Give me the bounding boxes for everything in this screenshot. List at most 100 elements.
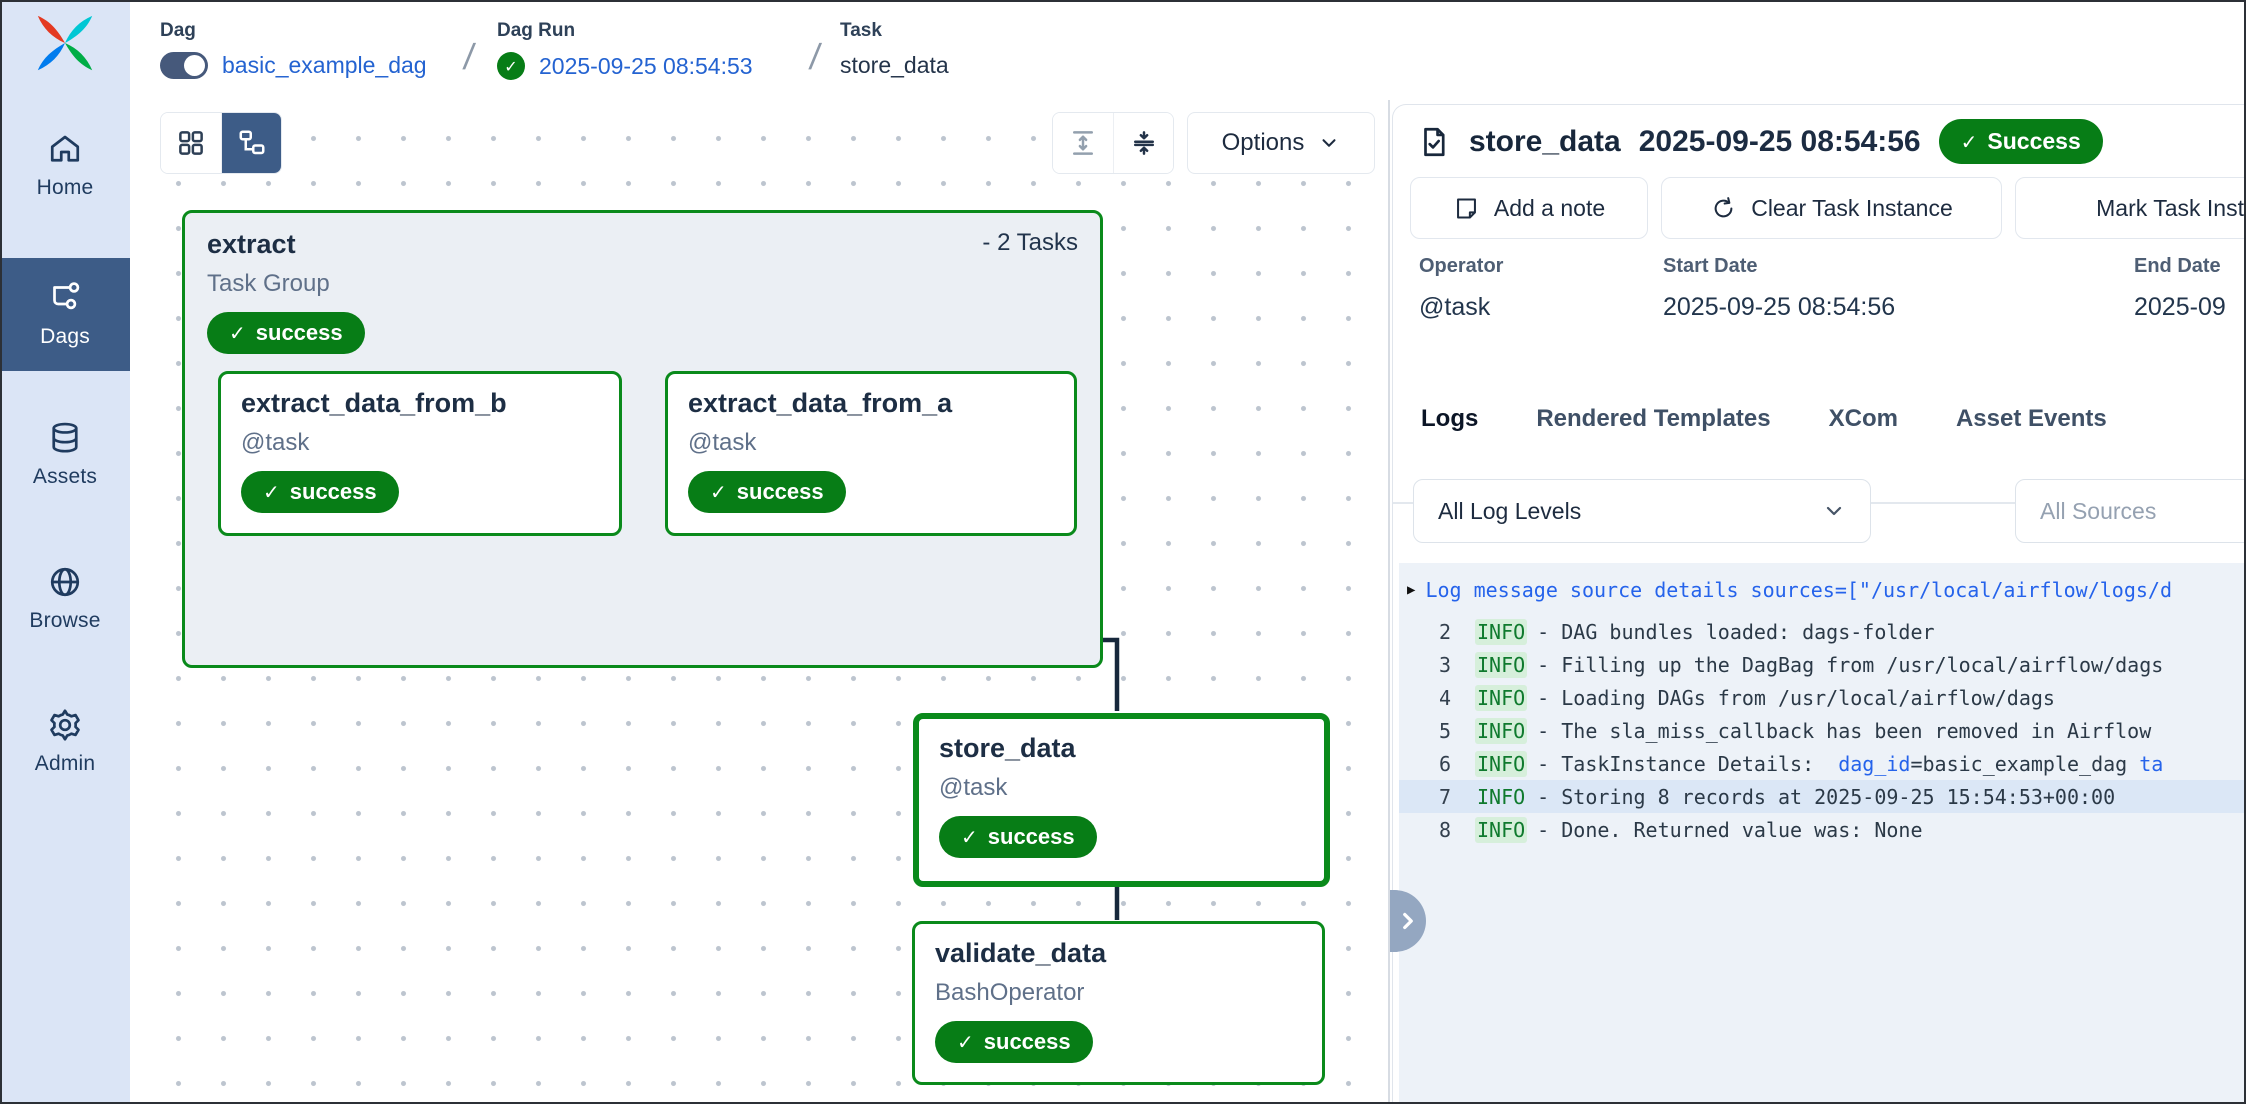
log-link[interactable]: ta: [2139, 751, 2164, 776]
refresh-icon: [1714, 196, 1733, 217]
graph-view-button[interactable]: [221, 113, 281, 173]
panel-tabs: Logs Rendered Templates XCom Asset Event…: [1421, 405, 2107, 433]
log-message: - TaskInstance Details: dag_id=basic_exa…: [1537, 751, 2164, 776]
status-badge: ✓ success: [688, 471, 846, 513]
log-link[interactable]: dag_id: [1838, 751, 1911, 776]
check-icon: ✓: [263, 480, 280, 504]
task-group-subtitle: Task Group: [207, 270, 330, 297]
task-group-title: extract: [207, 229, 296, 259]
log-level-select[interactable]: All Log Levels: [1413, 479, 1871, 543]
log-message: - DAG bundles loaded: dags-folder: [1537, 619, 1935, 644]
breadcrumb-dag-link[interactable]: basic_example_dag: [222, 52, 427, 78]
check-icon: ✓: [957, 1030, 974, 1054]
task-node-extract-data-from-b[interactable]: extract_data_from_b @task ✓ success: [218, 371, 622, 536]
dag-graph-canvas[interactable]: Options extract - 2 Tasks Task Group ✓ s…: [130, 100, 1388, 1104]
expand-vertical-icon: [1073, 131, 1093, 155]
breadcrumb-separator: /: [807, 36, 823, 77]
note-icon: [1456, 197, 1476, 219]
breadcrumb-dagrun-link[interactable]: 2025-09-25 08:54:53: [539, 52, 753, 79]
task-node-extract-data-from-a[interactable]: extract_data_from_a @task ✓ success: [665, 371, 1077, 536]
sidebar-item-label: Dags: [40, 325, 90, 348]
collapse-vertical-button[interactable]: [1113, 113, 1173, 173]
chevron-right-icon: [1403, 912, 1413, 930]
log-line-number: 4: [1438, 685, 1451, 710]
dag-pause-toggle[interactable]: [160, 52, 208, 79]
log-level-badge: INFO: [1475, 816, 1528, 843]
breadcrumb-task-value: store_data: [840, 52, 949, 78]
log-level-badge: INFO: [1475, 717, 1528, 744]
check-icon: ✓: [229, 321, 246, 345]
log-line: 6 INFO - TaskInstance Details: dag_id=basi…: [1399, 747, 2246, 780]
task-node-validate-data[interactable]: validate_data BashOperator ✓ success: [912, 921, 1325, 1085]
breadcrumb-task: store_data: [840, 52, 949, 79]
log-message: - The sla_miss_callback has been removed…: [1537, 718, 2164, 743]
log-message: - Storing 8 records at 2025-09-25 15:54:…: [1537, 784, 2116, 809]
task-group-collapse[interactable]: - 2 Tasks: [982, 229, 1078, 256]
log-viewer[interactable]: ▶Log message source details sources=["/u…: [1399, 563, 2246, 1104]
sources-input[interactable]: [2015, 479, 2246, 543]
panel-divider[interactable]: [1388, 100, 1390, 1104]
sidebar-item-home[interactable]: Home: [0, 131, 130, 200]
chevron-down-icon: [1322, 139, 1336, 147]
caret-right-icon: ▶: [1407, 582, 1416, 598]
log-message: - Filling up the DagBag from /usr/local/…: [1537, 652, 2164, 677]
log-source-header[interactable]: ▶Log message source details sources=["/u…: [1407, 578, 2172, 602]
airflow-logo[interactable]: [36, 14, 94, 72]
sidebar-item-label: Home: [36, 176, 94, 199]
panel-status-badge: ✓ Success: [1938, 119, 2103, 164]
options-dropdown[interactable]: Options: [1187, 112, 1375, 174]
tab-logs[interactable]: Logs: [1421, 405, 1479, 432]
options-label: Options: [1221, 129, 1305, 156]
tab-rendered-templates[interactable]: Rendered Templates: [1536, 405, 1771, 432]
sidebar-item-admin[interactable]: Admin: [0, 707, 130, 776]
sidebar: Home Dags Assets Browse: [0, 0, 130, 1104]
log-line-number: 2: [1438, 619, 1451, 644]
task-instance-panel: store_data 2025-09-25 08:54:56 ✓ Success…: [1392, 104, 2246, 1104]
tab-xcom[interactable]: XCom: [1828, 405, 1898, 432]
gear-icon: [50, 709, 80, 741]
status-badge: ✓ success: [939, 816, 1097, 858]
task-node-store-data[interactable]: store_data @task ✓ success: [913, 713, 1330, 887]
task-doc-check-icon: [1424, 127, 1445, 156]
database-icon: [52, 422, 78, 453]
grid-view-button[interactable]: [161, 113, 221, 173]
breadcrumb-task-label: Task: [840, 20, 882, 41]
panel-task-timestamp: 2025-09-25 08:54:56: [1638, 124, 1921, 158]
sidebar-item-browse[interactable]: Browse: [0, 564, 130, 633]
log-message: - Loading DAGs from /usr/local/airflow/d…: [1537, 685, 2055, 710]
sidebar-item-assets[interactable]: Assets: [0, 420, 130, 489]
sidebar-item-label: Assets: [32, 465, 98, 488]
breadcrumb-dag-label: Dag: [160, 20, 196, 41]
panel-task-title: store_data: [1469, 124, 1621, 158]
tab-asset-events[interactable]: Asset Events: [1955, 405, 2107, 432]
log-level-badge: INFO: [1475, 750, 1528, 777]
log-line-number: 6: [1438, 751, 1451, 776]
globe-icon: [50, 567, 80, 597]
sidebar-item-dags[interactable]: Dags: [0, 258, 130, 371]
layout-tools-group: [1052, 112, 1174, 174]
dags-icon: [53, 282, 80, 310]
log-level-badge: INFO: [1475, 651, 1528, 678]
status-badge: ✓ success: [935, 1021, 1093, 1063]
sidebar-item-label: Browse: [29, 609, 101, 632]
check-icon: ✓: [961, 825, 978, 849]
graph-icon: [239, 130, 264, 155]
clear-task-instance-button[interactable]: Clear Task Instance: [1661, 177, 2002, 239]
task-group-extract[interactable]: extract - 2 Tasks Task Group ✓ success e…: [182, 210, 1103, 668]
log-level-badge: INFO: [1477, 784, 1526, 809]
breadcrumb-dagrun: ✓ 2025-09-25 08:54:53: [497, 52, 753, 80]
sidebar-item-label: Admin: [34, 752, 96, 775]
mark-task-instance-button[interactable]: Mark Task Instance: [2015, 177, 2246, 239]
dagrun-success-icon: ✓: [497, 52, 525, 80]
status-badge: ✓ success: [241, 471, 399, 513]
expand-vertical-button[interactable]: [1053, 113, 1113, 173]
meta-end-date: End Date 2025-09: [2134, 255, 2226, 321]
meta-operator: Operator @task: [1419, 255, 1504, 321]
log-line-number: 3: [1438, 652, 1451, 677]
add-note-button[interactable]: Add a note: [1410, 177, 1648, 239]
log-line-number: 8: [1438, 817, 1451, 842]
